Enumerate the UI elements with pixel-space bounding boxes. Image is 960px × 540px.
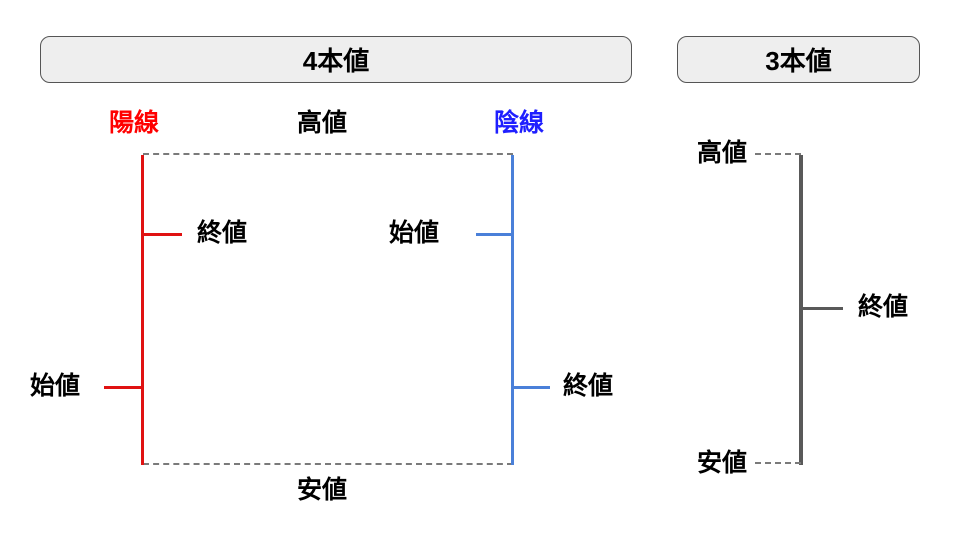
- bearish-close-label: 終値: [563, 372, 614, 400]
- low-price-label-3: 安値: [697, 449, 748, 477]
- high-dashed-line: [143, 153, 513, 155]
- bearish-candle-label: 陰線: [494, 109, 545, 137]
- bullish-open-tick: [104, 386, 141, 389]
- low-price-label-4: 安値: [297, 476, 348, 504]
- bearish-open-tick: [476, 233, 511, 236]
- four-values-header-label: 4本値: [302, 46, 370, 76]
- bearish-close-tick: [514, 386, 550, 389]
- high-dashed-tick-3: [755, 153, 801, 155]
- low-dashed-line: [143, 463, 513, 465]
- bullish-candle-line: [141, 155, 144, 465]
- neutral-candle-line: [799, 155, 803, 465]
- low-dashed-tick-3: [755, 462, 801, 464]
- bearish-candle-line: [511, 155, 514, 465]
- bullish-candle-label: 陽線: [109, 109, 160, 137]
- three-values-header: 3本値: [677, 36, 920, 83]
- bullish-close-tick: [144, 233, 182, 236]
- bearish-open-label: 始値: [389, 219, 440, 247]
- high-price-label-3: 高値: [697, 139, 748, 167]
- high-price-label-4: 高値: [297, 109, 348, 137]
- bullish-open-label: 始値: [30, 372, 81, 400]
- close-tick-3: [803, 307, 843, 310]
- four-values-header: 4本値: [40, 36, 632, 83]
- three-values-header-label: 3本値: [765, 46, 832, 76]
- bullish-close-label: 終値: [197, 219, 248, 247]
- close-price-label-3: 終値: [858, 293, 909, 321]
